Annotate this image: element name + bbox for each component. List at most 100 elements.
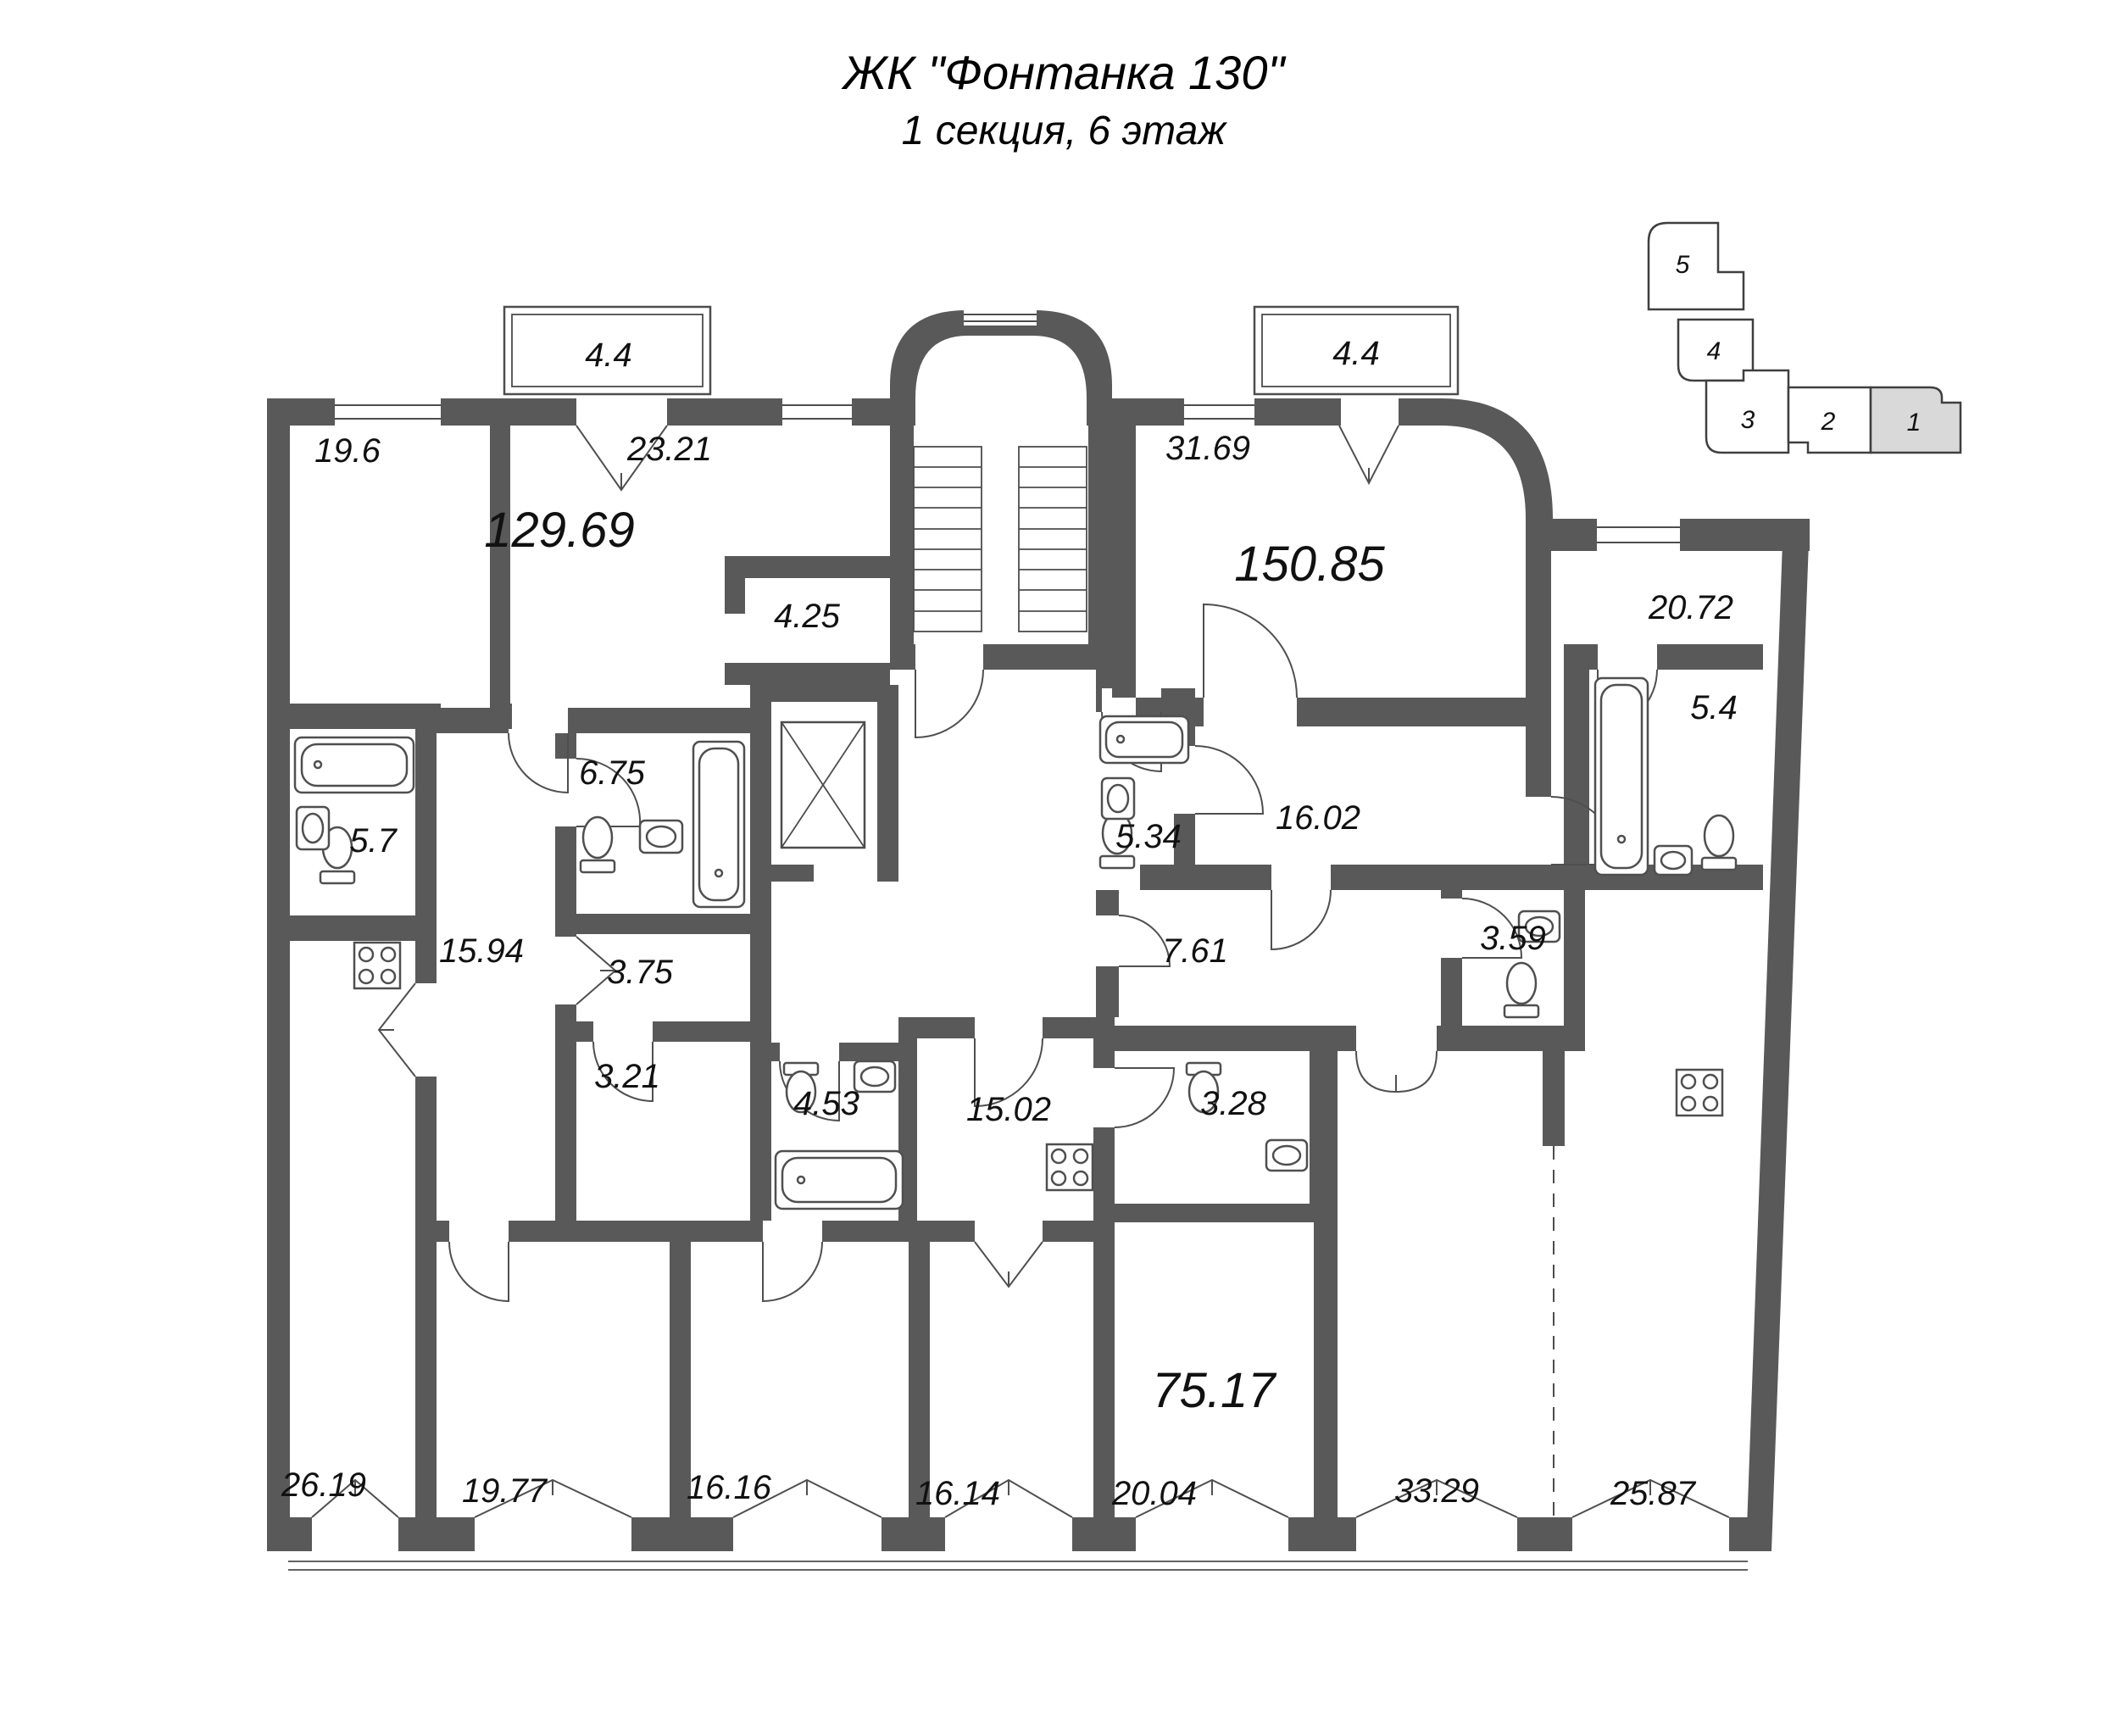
balcony-left [503,305,712,396]
room-label-3-28: 3.28 [1200,1085,1267,1122]
room-label-20-04: 20.04 [1111,1475,1197,1512]
minimap-label-1: 1 [1907,409,1922,437]
door-6-75 [576,757,642,827]
window [782,398,852,426]
minimap-label-2: 2 [1821,408,1836,436]
room-label-balcony-right: 4.4 [1332,335,1380,372]
door-3-28 [1114,1067,1176,1128]
room-label-19-77: 19.77 [462,1472,548,1510]
door-3-59 [1461,898,1523,959]
bathtub [692,740,746,909]
door-31-69 [1203,603,1298,698]
stove [1675,1068,1724,1117]
window [1597,519,1680,551]
page-title: ЖК "Фонтанка 130" [841,46,1287,99]
bathtub [774,1149,904,1210]
door-balcony-left [576,425,668,492]
doors [377,425,1658,1303]
room-label-4-53: 4.53 [793,1085,859,1122]
room-label-16-16: 16.16 [687,1469,772,1506]
toilet [1185,1061,1222,1114]
sink [295,805,331,851]
toilet [782,1061,820,1114]
sink [1653,844,1694,876]
door-19-6 [508,732,569,794]
sink [853,1060,897,1093]
door-stairwell [915,669,984,739]
room-label-15-94: 15.94 [439,932,524,970]
room-label-7-61: 7.61 [1162,932,1228,970]
minimap-section-1 [1869,386,1962,454]
door-16-14 [974,1241,1043,1288]
room-label-5-7: 5.7 [349,822,398,860]
door-16-02-entry [1194,745,1265,815]
page-subtitle: 1 секция, 6 этаж [902,108,1228,153]
bathtub [293,736,415,794]
door-16-16 [762,1241,823,1303]
room-label-26-19: 26.19 [281,1466,366,1504]
outer-walls [267,310,1810,1571]
bathtub [1098,715,1190,765]
toilet [1503,961,1540,1019]
door-lobby-corridor [1118,915,1171,967]
room-label-3-21: 3.21 [594,1058,660,1095]
window [1184,398,1254,426]
room-label-33-29: 33.29 [1394,1472,1479,1510]
windows [335,310,1680,551]
room-label-3-75: 3.75 [607,954,674,991]
room-label-4-25: 4.25 [774,598,841,635]
elevator [780,721,866,849]
room-labels: 4.4 4.4 19.6 23.21 129.69 4.25 31.69 150… [281,335,1738,1512]
room-label-6-75: 6.75 [579,754,646,792]
door-15-02 [974,1038,1043,1108]
balconies [503,305,1460,396]
balcony-left-inner [511,314,704,387]
fixtures [293,676,1738,1210]
door-apartment-75-entry [1355,1050,1438,1093]
sink [1265,1138,1309,1172]
room-label-5-34: 5.34 [1115,818,1182,855]
sink [638,819,684,854]
room-label-15-02: 15.02 [966,1091,1051,1128]
room-label-20-72: 20.72 [1648,589,1733,626]
stove [1045,1143,1094,1192]
minimap-section-3 [1705,369,1790,454]
bathtub [1593,676,1649,876]
apartment-total-150-85: 150.85 [1234,537,1385,592]
toilet [579,815,616,874]
room-label-5-4: 5.4 [1690,689,1738,726]
balcony-right [1253,305,1460,396]
window [964,310,1037,326]
room-label-balcony-left: 4.4 [585,337,632,374]
door-balcony-right [1338,425,1399,486]
apartment-total-129-69: 129.69 [484,503,634,558]
room-label-23-21: 23.21 [626,431,712,468]
section-minimap: 5 4 3 2 1 [1647,221,1962,454]
minimap-label-4: 4 [1707,337,1721,365]
door-7-61 [1271,889,1332,951]
apartment-total-75-17: 75.17 [1152,1363,1277,1418]
door-3-21 [592,1041,653,1103]
toilet [1098,811,1136,870]
minimap-label-3: 3 [1741,406,1755,434]
inner-walls [288,426,1763,1526]
sink [1100,776,1136,821]
sink [1517,910,1561,943]
room-label-25-87: 25.87 [1610,1475,1697,1512]
balcony-right-inner [1261,314,1451,387]
toilet [1700,814,1738,871]
minimap-section-5 [1647,221,1745,311]
bay-windows [311,1478,1730,1518]
minimap-label-5: 5 [1676,251,1690,279]
door-19-77 [448,1241,509,1303]
stove [353,941,402,990]
door-kitchen-26-19 [377,982,416,1077]
stairwell-stairs [913,446,1087,632]
room-label-16-14: 16.14 [915,1475,1000,1512]
door-apartment-129 [576,936,617,1005]
room-label-19-6: 19.6 [314,432,381,470]
room-label-31-69: 31.69 [1165,430,1250,467]
room-label-16-02: 16.02 [1276,799,1360,837]
